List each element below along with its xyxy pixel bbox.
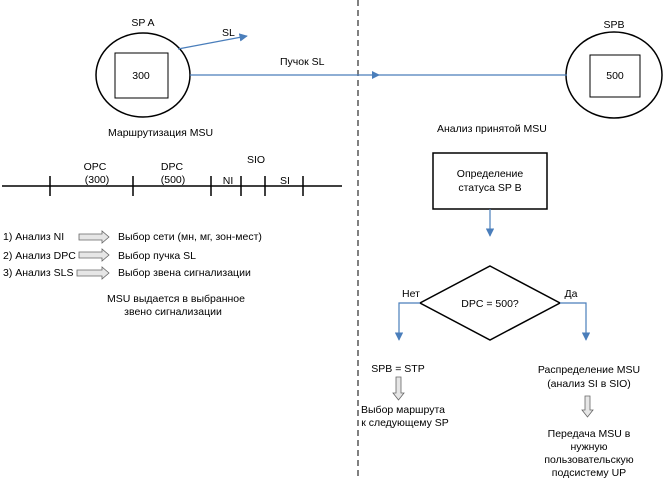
transfer-line-4: подсистему UP — [552, 467, 626, 479]
step-1-arrow-icon — [78, 230, 110, 244]
si-label: SI — [280, 175, 290, 187]
spb-box-value: 500 — [606, 70, 624, 82]
spb-node-box — [589, 54, 641, 98]
sl-link-label: SL — [222, 27, 235, 39]
sl-bundle-arrowhead — [372, 71, 380, 79]
status-box-line-2: статуса SP B — [458, 182, 521, 194]
stp-down-arrow-icon — [392, 376, 405, 401]
distribution-down-arrow-icon — [581, 395, 594, 418]
dpc-label: DPC — [161, 161, 184, 173]
decision-diamond — [418, 265, 562, 341]
msu-output-line-1: MSU выдается в выбранное — [107, 293, 245, 305]
sl-link-arrow — [177, 33, 248, 50]
flow-no-branch — [394, 302, 420, 341]
step-3-result: Выбор звена сигнализации — [118, 267, 251, 279]
distribution-line-1: Распределение MSU — [538, 364, 640, 376]
no-label: Нет — [402, 288, 420, 300]
yes-label: Да — [565, 288, 578, 300]
opc-label: OPC — [84, 161, 107, 173]
msu-output-line-2: звено сигнализации — [124, 306, 222, 318]
step-3-analysis: 3) Анализ SLS — [3, 267, 73, 279]
no-result-line-2: к следующему SP — [361, 417, 449, 429]
step-1-analysis: 1) Анализ NI — [3, 231, 64, 243]
sio-label: SIO — [247, 154, 265, 166]
spa-node-box — [114, 52, 169, 99]
step-3-arrow-icon — [76, 266, 110, 280]
status-box — [432, 152, 548, 210]
transfer-line-2: нужную — [570, 441, 607, 453]
decision-label: DPC = 500? — [461, 298, 519, 310]
routing-caption: Маршрутизация MSU — [108, 127, 213, 139]
status-box-line-1: Определение — [457, 168, 524, 180]
no-result-line-1: Выбор маршрута — [361, 404, 445, 416]
spa-label: SP A — [131, 17, 154, 29]
spa-box-value: 300 — [132, 70, 150, 82]
step-1-result: Выбор сети (мн, мг, зон-мест) — [118, 231, 262, 243]
spb-label: SPB — [603, 19, 624, 31]
stp-label: SPB = STP — [371, 363, 424, 375]
flow-yes-branch — [560, 302, 591, 341]
step-2-result: Выбор пучка SL — [118, 250, 196, 262]
opc-value: (300) — [85, 174, 110, 186]
ni-label: NI — [223, 175, 234, 187]
transfer-line-1: Передача MSU в — [548, 428, 631, 440]
step-2-arrow-icon — [78, 248, 110, 262]
dpc-value: (500) — [161, 174, 186, 186]
transfer-line-3: пользовательскую — [544, 454, 633, 466]
step-2-analysis: 2) Анализ DPC — [3, 250, 76, 262]
analysis-caption: Анализ принятой MSU — [437, 123, 547, 135]
sl-bundle-label: Пучок SL — [280, 56, 325, 68]
distribution-line-2: (анализ SI в SIO) — [547, 378, 631, 390]
